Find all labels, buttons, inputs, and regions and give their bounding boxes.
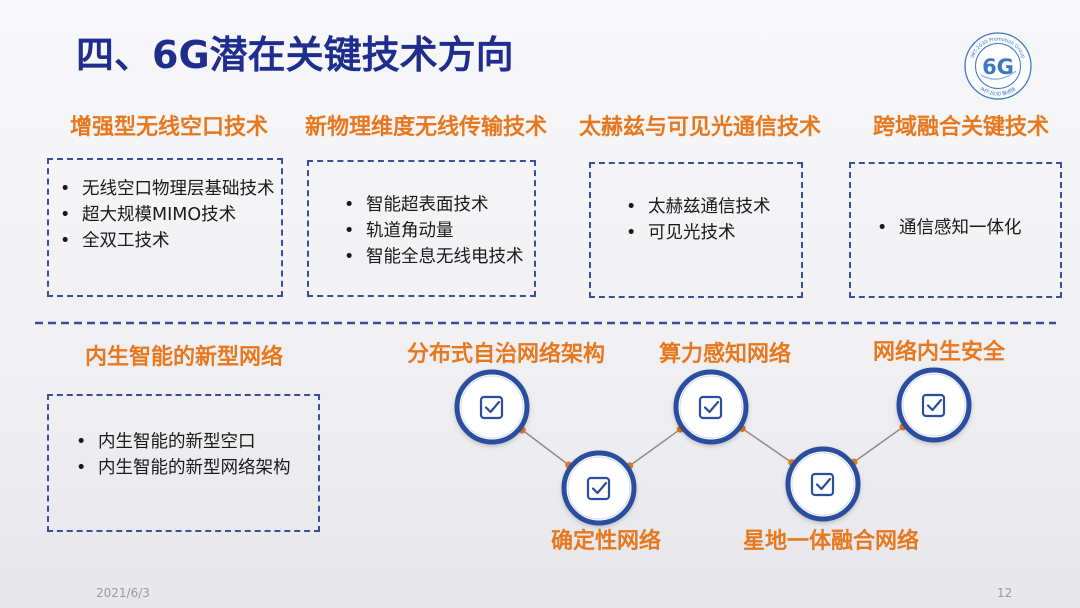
- node-label-space-ground-network: 星地一体融合网络: [742, 529, 919, 554]
- bullet-list: 通信感知一体化: [851, 164, 1060, 241]
- node-label-computing-aware-network: 算力感知网络: [658, 342, 791, 367]
- checkbox-icon: [479, 395, 504, 420]
- bullet-list: 智能超表面技术 轨道角动量 智能全息无线电技术: [309, 162, 534, 270]
- list-item: 智能超表面技术: [344, 192, 534, 218]
- node-space-ground-network: [785, 446, 861, 522]
- checkbox-icon: [921, 393, 946, 418]
- list-item: 内生智能的新型网络架构: [76, 455, 318, 481]
- connector: [626, 425, 684, 470]
- list-item: 通信感知一体化: [877, 215, 1060, 241]
- section-heading-new-dimension: 新物理维度无线传输技术: [304, 115, 547, 140]
- section-box-thz-vlc: 太赫兹通信技术 可见光技术: [589, 162, 803, 298]
- checkbox-icon: [586, 476, 611, 501]
- list-item: 全双工技术: [60, 228, 281, 254]
- bullet-list: 内生智能的新型空口 内生智能的新型网络架构: [49, 396, 318, 481]
- footer-date: 2021/6/3: [96, 586, 150, 600]
- checkbox-icon: [698, 395, 723, 420]
- connector: [738, 425, 796, 466]
- list-item: 内生智能的新型空口: [76, 429, 318, 455]
- checkbox-icon: [810, 472, 835, 497]
- section-box-new-dimension: 智能超表面技术 轨道角动量 智能全息无线电技术: [307, 160, 536, 297]
- page-number: 12: [997, 586, 1013, 600]
- node-distributed-autonomous-network: [454, 369, 530, 445]
- logo-swoosh: [980, 70, 1017, 80]
- node-label-deterministic-network: 确定性网络: [550, 529, 661, 554]
- bullet-list: 太赫兹通信技术 可见光技术: [591, 164, 801, 246]
- imt2030-logo: IMT-2030 Promotion Group IMT-2030 推进组 6G: [964, 32, 1032, 100]
- connector: [850, 423, 907, 466]
- section-heading-cross-domain: 跨域融合关键技术: [872, 115, 1049, 140]
- node-label-native-security: 网络内生安全: [872, 340, 1005, 365]
- logo-6g-mark: 6G: [982, 55, 1014, 79]
- bullet-list: 无线空口物理层基础技术 超大规模MIMO技术 全双工技术: [49, 160, 281, 254]
- section-box-air-interface: 无线空口物理层基础技术 超大规模MIMO技术 全双工技术: [47, 158, 283, 297]
- section-box-native-ai-network: 内生智能的新型空口 内生智能的新型网络架构: [47, 394, 320, 532]
- section-heading-thz-vlc: 太赫兹与可见光通信技术: [578, 115, 821, 140]
- node-native-security: [896, 367, 972, 443]
- node-deterministic-network: [561, 450, 637, 526]
- node-label-distributed-autonomous-network: 分布式自治网络架构: [406, 342, 605, 367]
- list-item: 太赫兹通信技术: [626, 194, 801, 220]
- section-heading-native-ai-network: 内生智能的新型网络: [84, 345, 283, 370]
- section-heading-air-interface: 增强型无线空口技术: [69, 115, 268, 140]
- connector: [518, 426, 573, 469]
- list-item: 轨道角动量: [344, 218, 534, 244]
- list-item: 无线空口物理层基础技术: [60, 176, 281, 202]
- list-item: 可见光技术: [626, 220, 801, 246]
- page-title: 四、6G潜在关键技术方向: [76, 33, 514, 77]
- list-item: 超大规模MIMO技术: [60, 202, 281, 228]
- node-computing-aware-network: [673, 369, 749, 445]
- list-item: 智能全息无线电技术: [344, 244, 534, 270]
- section-box-cross-domain: 通信感知一体化: [849, 162, 1062, 298]
